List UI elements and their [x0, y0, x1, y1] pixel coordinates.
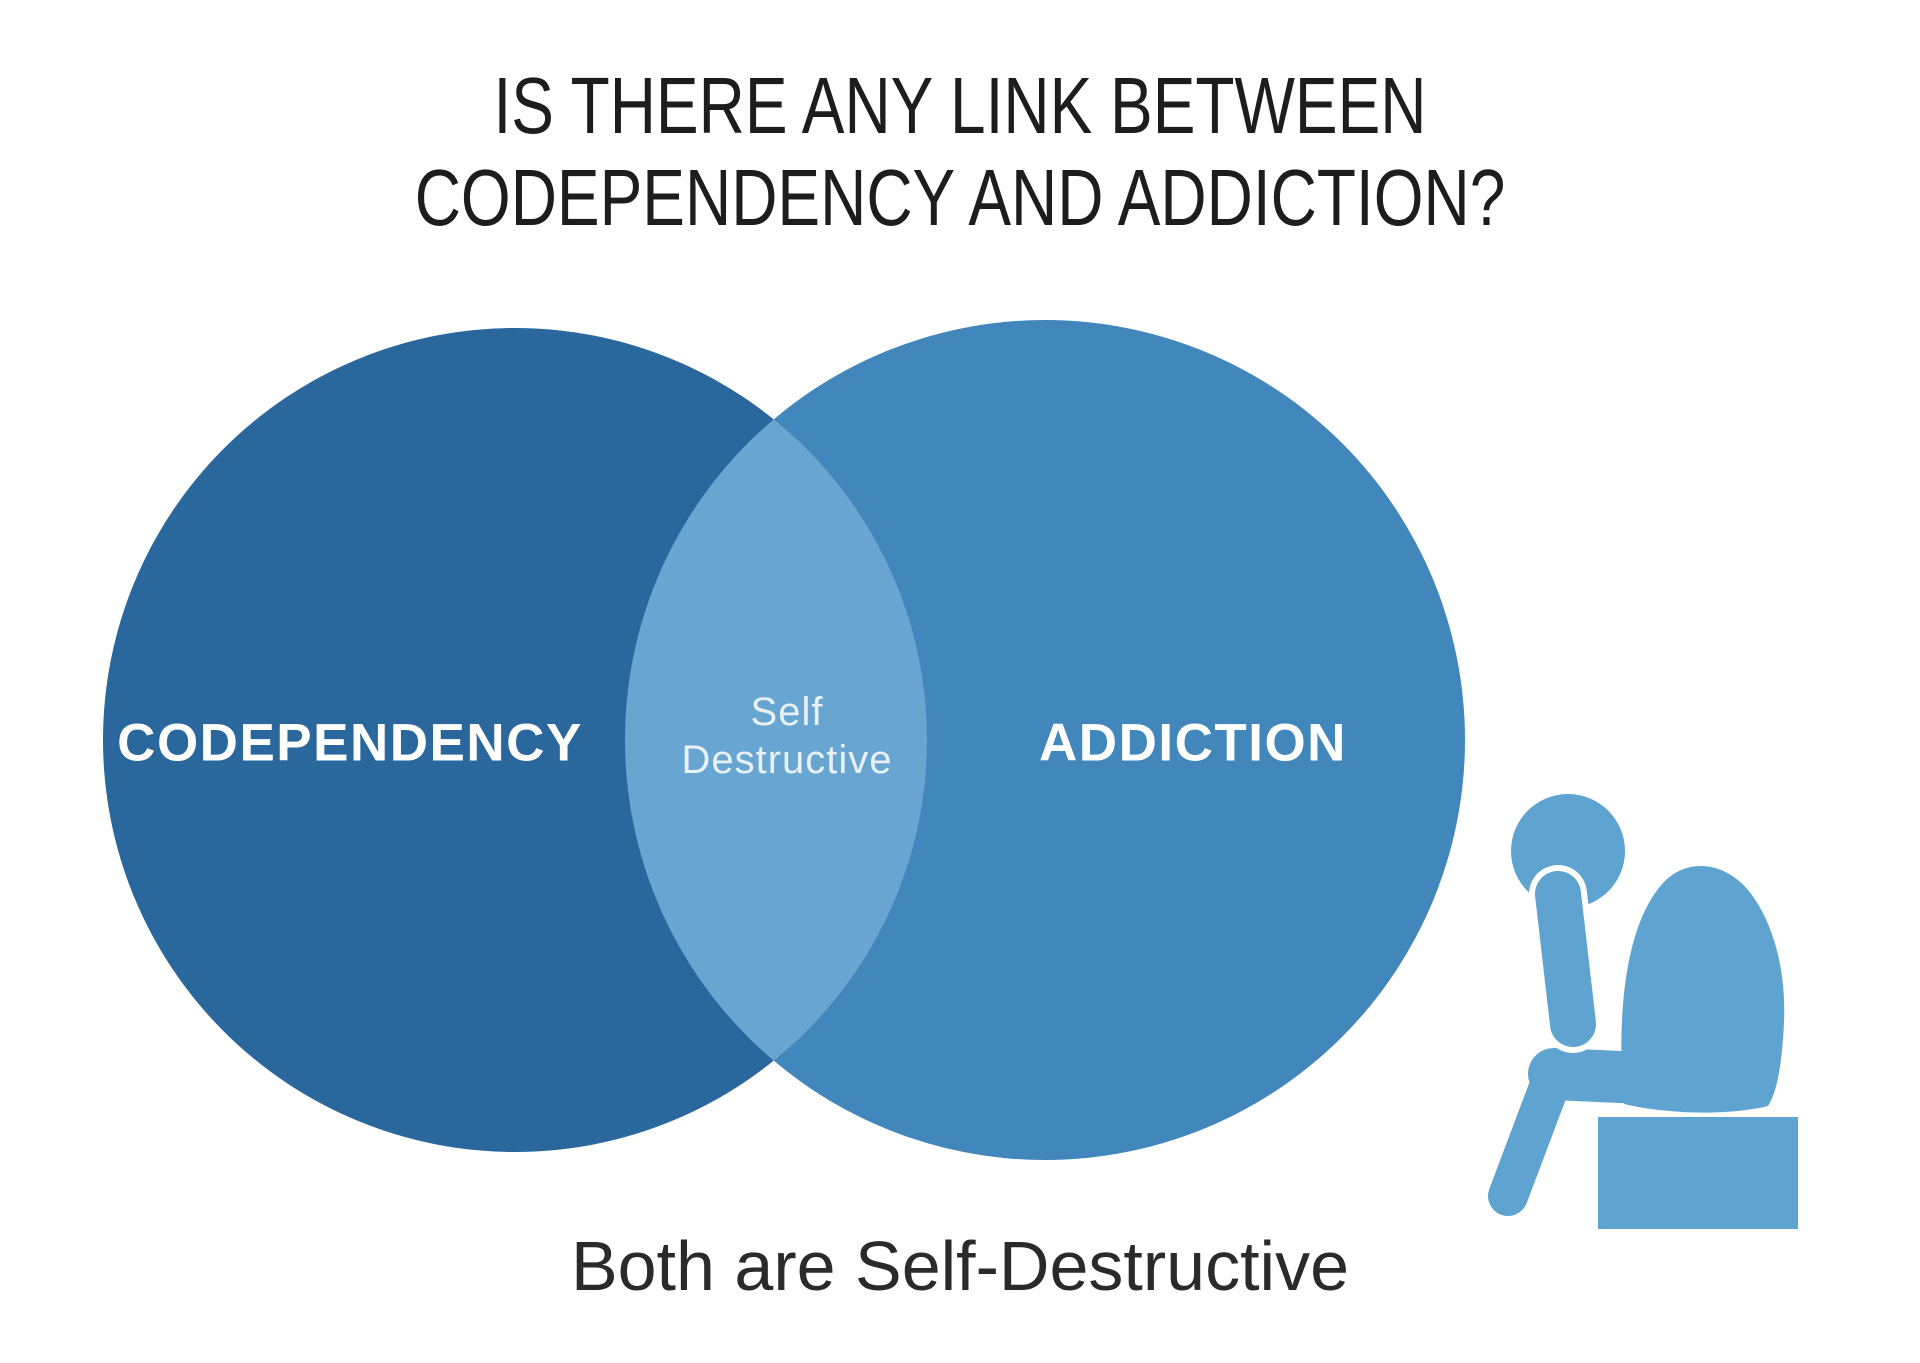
- addiction-label: ADDICTION: [1039, 713, 1347, 773]
- person-arm: [1535, 871, 1596, 1047]
- page-title: IS THERE ANY LINK BETWEEN CODEPENDENCY A…: [192, 60, 1728, 244]
- title-line-2: CODEPENDENCY AND ADDICTION?: [414, 153, 1506, 242]
- sad-person-icon: [1488, 794, 1798, 1229]
- overlap-label-line-2: Destructive: [681, 738, 893, 782]
- caption: Both are Self-Destructive: [570, 1227, 1350, 1305]
- overlap-label: Self Destructive: [681, 688, 892, 784]
- codependency-label: CODEPENDENCY: [117, 713, 583, 773]
- person-leg: [1488, 1054, 1574, 1216]
- seat-box: [1598, 1117, 1798, 1229]
- overlap-lens: [625, 328, 927, 1152]
- title-line-1: IS THERE ANY LINK BETWEEN: [493, 61, 1427, 150]
- person-torso: [1621, 866, 1785, 1113]
- overlap-label-line-1: Self: [750, 690, 824, 734]
